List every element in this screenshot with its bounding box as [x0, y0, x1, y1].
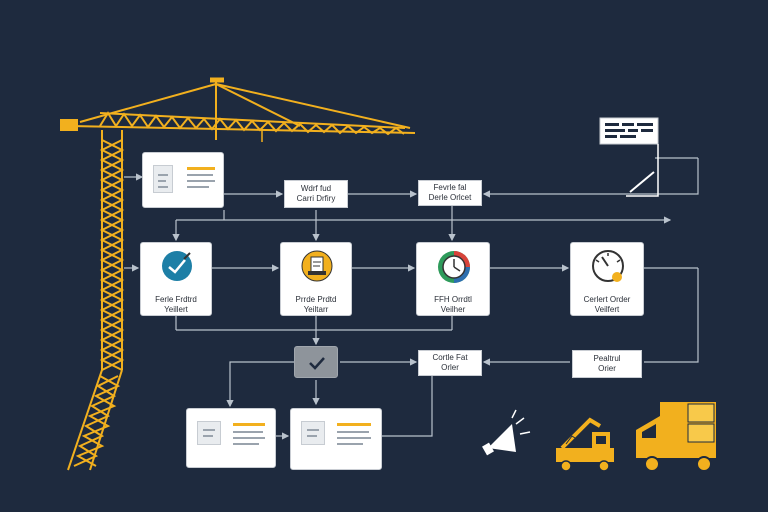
verification-3-label: FFH Orrdtl Veilher	[417, 295, 489, 315]
check-circle-icon	[162, 251, 192, 281]
order-pending-line1: Pealtrul	[593, 354, 621, 363]
check-square-icon	[309, 357, 325, 370]
verification-2-line1: Prrde Prdtd	[295, 295, 337, 304]
verification-card-2[interactable]: Prrde Prdtd Yeiltarr	[280, 242, 352, 316]
megaphone-icon	[482, 409, 531, 456]
tower-crane-icon	[60, 77, 416, 471]
verification-card-4[interactable]: Cerlert Order Veilfert	[570, 242, 644, 316]
fork-cart-line1: Wdrf fud	[300, 184, 332, 193]
bottom-document-card-1[interactable]	[186, 408, 276, 468]
stopwatch-icon	[438, 251, 470, 283]
bottom-document-card-2[interactable]	[290, 408, 382, 470]
verification-1-line1: Ferle Frdtrd	[155, 295, 197, 304]
order-pending-box[interactable]: Pealtrul Orier	[572, 350, 642, 378]
document-pen-icon	[599, 117, 659, 197]
verification-1-line2: Yeillert	[164, 305, 188, 314]
verification-2-line2: Yeiltarr	[303, 305, 329, 314]
order-pending-line2: Orier	[598, 364, 616, 373]
verification-1-label: Ferle Frdtrd Yeillert	[141, 295, 211, 315]
gauge-icon	[592, 250, 624, 282]
verification-3-line2: Veilher	[440, 305, 466, 314]
connector-lines	[124, 157, 699, 440]
clipboard-icon	[301, 421, 325, 445]
verification-4-line1: Cerlert Order	[583, 295, 631, 304]
clipboard-icon	[197, 421, 221, 445]
order-check-line1: Fevrle fal	[433, 183, 467, 192]
fork-cart-line2: Carri Drfiry	[296, 194, 336, 203]
order-fast-line2: Orler	[441, 363, 459, 372]
verification-3-line1: FFH Orrdtl	[434, 295, 472, 304]
document-badge-icon	[301, 250, 333, 282]
verification-4-label: Cerlert Order Veilfert	[571, 295, 643, 315]
mobile-crane-icon	[556, 417, 614, 472]
truck-icon	[636, 402, 716, 472]
verification-card-3[interactable]: FFH Orrdtl Veilher	[416, 242, 490, 316]
verification-2-label: Prrde Prdtd Yeiltarr	[281, 295, 351, 315]
order-check-box[interactable]: Fevrle fal Derle Orlcet	[418, 180, 482, 206]
crane-document-card[interactable]	[142, 152, 224, 208]
verification-card-1[interactable]: Ferle Frdtrd Yeillert	[140, 242, 212, 316]
verification-4-line2: Veilfert	[594, 305, 620, 314]
approval-check-box[interactable]	[294, 346, 338, 378]
order-fast-line1: Cortle Fat	[432, 353, 468, 362]
order-fast-box[interactable]: Cortle Fat Orler	[418, 350, 482, 376]
fork-cart-box[interactable]: Wdrf fud Carri Drfiry	[284, 180, 348, 208]
order-check-line2: Derle Orlcet	[428, 193, 472, 202]
clipboard-icon	[153, 165, 173, 193]
